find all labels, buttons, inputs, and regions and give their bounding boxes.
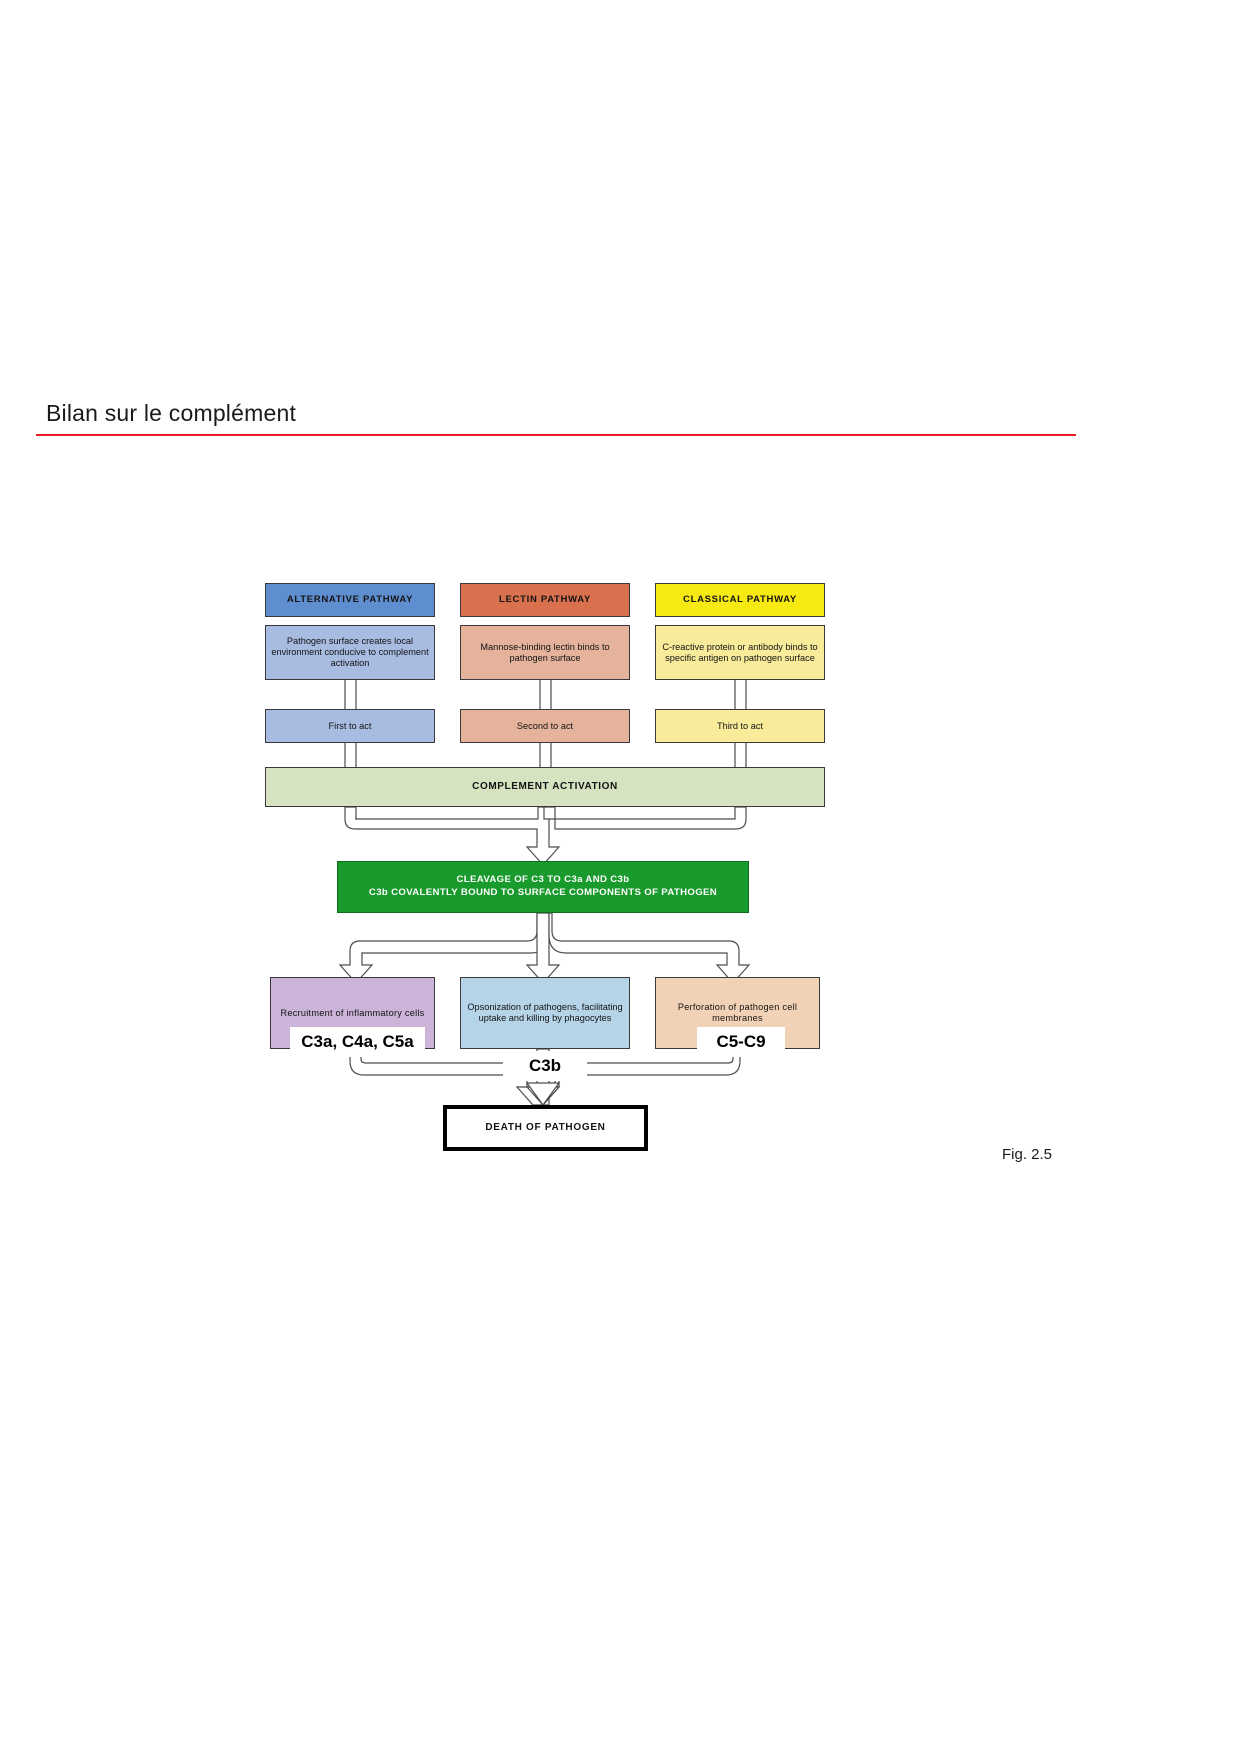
complement-pathway-diagram: ALTERNATIVE PATHWAY LECTIN PATHWAY CLASS… (265, 583, 825, 1153)
effect-box-opsonization: Opsonization of pathogens, facilitating … (460, 977, 630, 1049)
pathway-description-lectin: Mannose-binding lectin binds to pathogen… (460, 625, 630, 680)
figure-caption: Fig. 2.5 (1002, 1146, 1053, 1163)
title-divider (36, 434, 1076, 436)
pathway-order-alternative: First to act (265, 709, 435, 743)
cleavage-line-1: CLEAVAGE OF C3 TO C3a AND C3b (456, 874, 630, 886)
pathway-description-classical: C-reactive protein or antibody binds to … (655, 625, 825, 680)
effect-text-perforation: Perforation of pathogen cell membranes (677, 1002, 798, 1023)
death-of-pathogen-box: DEATH OF PATHOGEN (443, 1105, 648, 1151)
effect-text-opsonization: Opsonization of pathogens, facilitating … (467, 1002, 623, 1023)
pathway-order-classical: Third to act (655, 709, 825, 743)
pathway-order-lectin: Second to act (460, 709, 630, 743)
cleavage-line-2: C3b COVALENTLY BOUND TO SURFACE COMPONEN… (368, 887, 718, 898)
c3-cleavage-box: CLEAVAGE OF C3 TO C3a AND C3b C3b COVALE… (337, 861, 749, 913)
effect-text-recruitment: Recruitment of inflammatory cells (280, 1007, 425, 1018)
pathway-header-classical: CLASSICAL PATHWAY (655, 583, 825, 617)
pathway-description-alternative: Pathogen surface creates local environme… (265, 625, 435, 680)
annotation-c3a-c4a-c5a: C3a, C4a, C5a (290, 1027, 425, 1057)
pathway-header-alternative: ALTERNATIVE PATHWAY (265, 583, 435, 617)
page-title: Bilan sur le complément (46, 400, 297, 426)
annotation-c3b: C3b (503, 1051, 587, 1081)
pathway-header-lectin: LECTIN PATHWAY (460, 583, 630, 617)
complement-activation-band: COMPLEMENT ACTIVATION (265, 767, 825, 807)
annotation-c5-c9: C5-C9 (697, 1027, 785, 1057)
